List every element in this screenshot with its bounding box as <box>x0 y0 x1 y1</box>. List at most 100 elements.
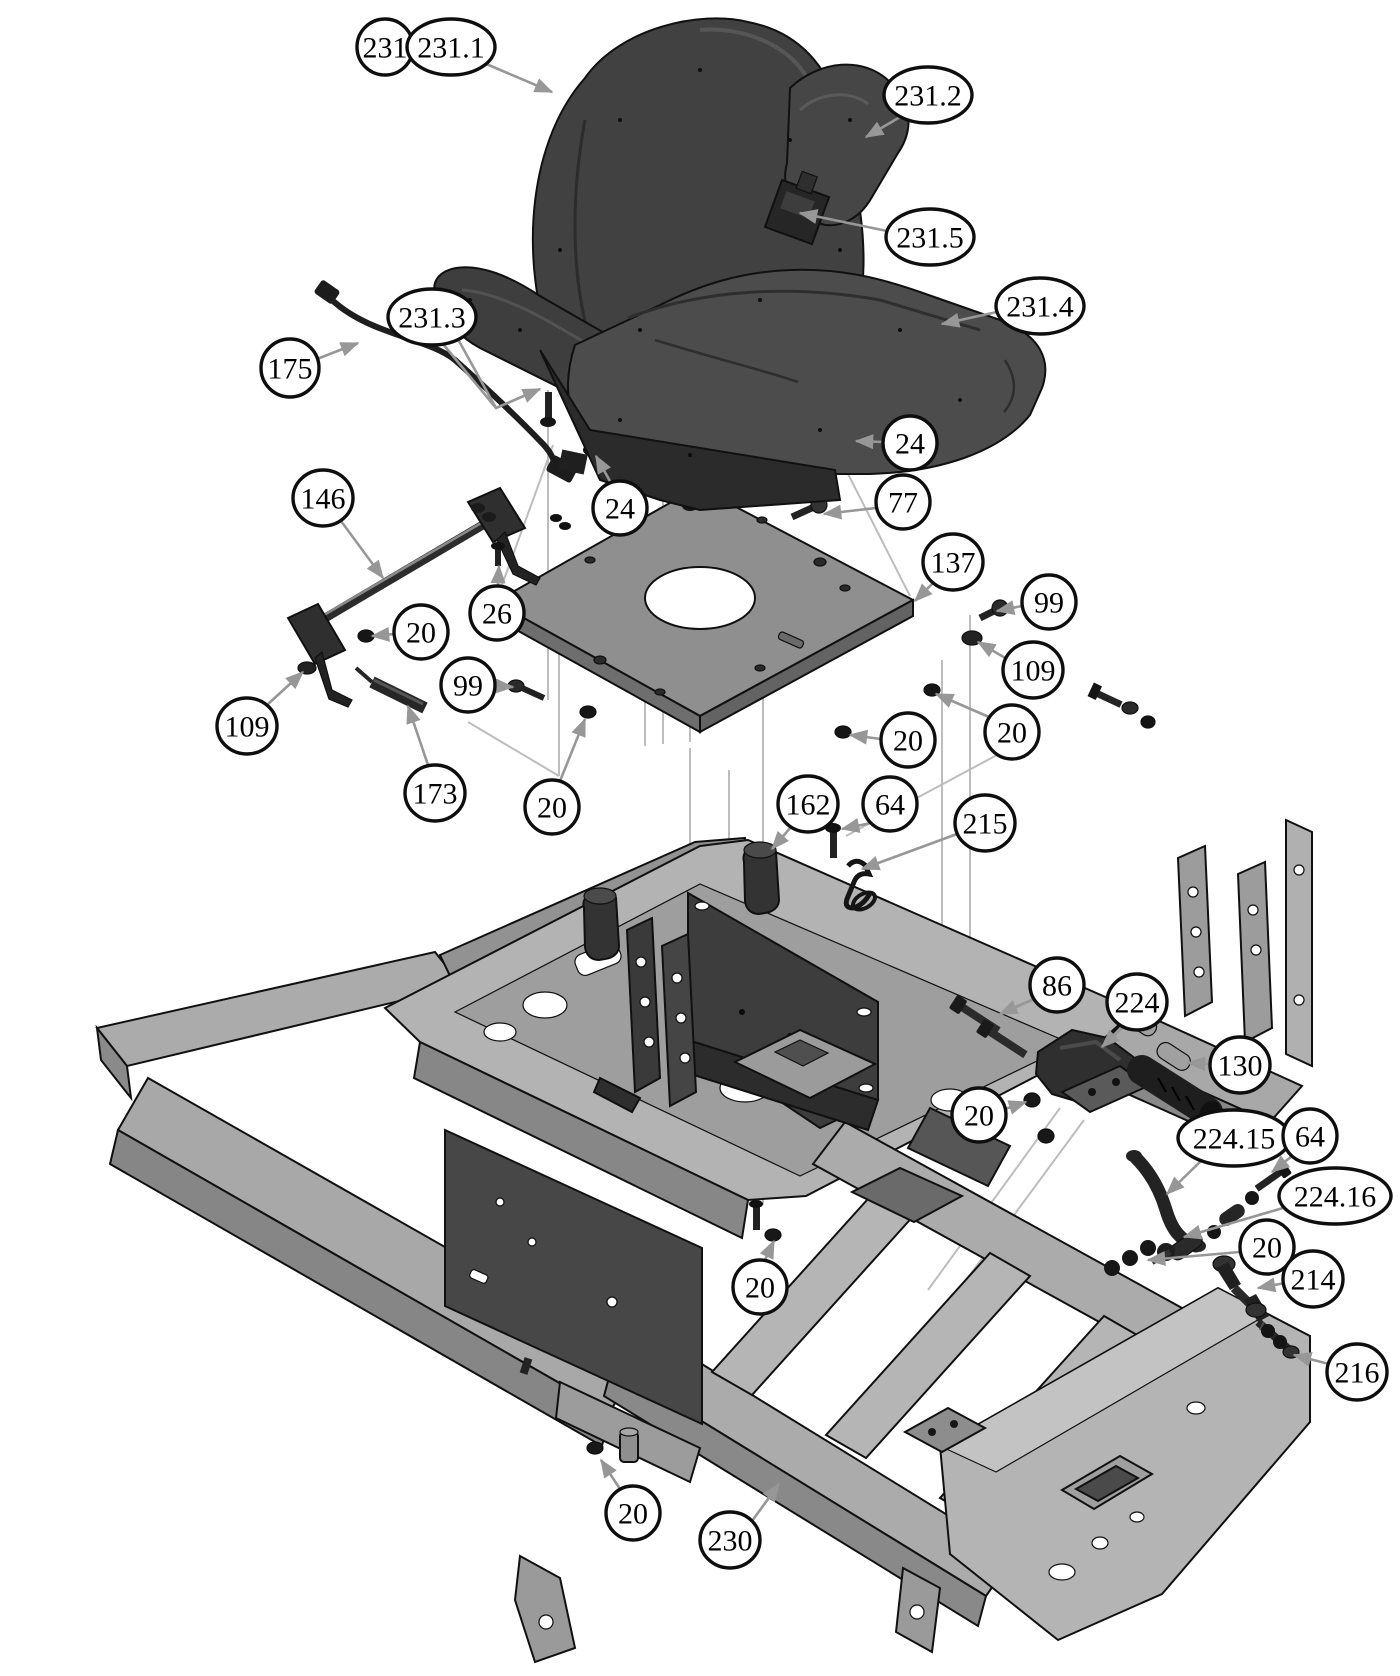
callout-130: 130 <box>1186 1035 1272 1095</box>
callout-bubble <box>776 774 840 834</box>
callout-bubble <box>1238 1218 1296 1276</box>
callout-216: 216 <box>1292 1342 1389 1402</box>
callout-20: 20 <box>934 692 1041 761</box>
callout-230: 230 <box>698 1482 781 1570</box>
callout-label: 231.3 <box>398 302 466 335</box>
callout-20: 20 <box>731 1239 789 1316</box>
callout-bubble <box>874 473 932 531</box>
bolt-64-mid <box>825 823 841 858</box>
callout-bubble <box>405 17 497 77</box>
callout-bubble <box>698 1510 762 1570</box>
callout-162: 162 <box>771 774 840 851</box>
callout-bubble <box>1028 956 1086 1014</box>
callout-20: 20 <box>950 1086 1028 1144</box>
frame-console-panel <box>444 1128 703 1426</box>
callout-231.1: 231.1 <box>405 17 554 94</box>
callout-label: 109 <box>225 711 270 744</box>
callout-label: 109 <box>1011 655 1056 688</box>
callout-bubble <box>1281 1107 1339 1165</box>
callout-label: 20 <box>406 617 436 650</box>
callout-20: 20 <box>1146 1218 1296 1276</box>
callout-99: 99 <box>995 573 1078 631</box>
brake-lever-assembly <box>949 995 1223 1144</box>
callout-215: 215 <box>860 793 1017 871</box>
callout-224: 224 <box>1100 972 1169 1049</box>
callout-label: 77 <box>888 487 918 520</box>
callout-bubble <box>259 337 321 399</box>
callout-label: 86 <box>1042 970 1072 1003</box>
frame-weldment <box>95 682 1313 1664</box>
callout-bubble <box>604 1484 662 1542</box>
callout-bubble <box>1020 573 1078 631</box>
callout-label: 20 <box>964 1100 994 1133</box>
callout-label: 175 <box>268 353 313 386</box>
callout-label: 99 <box>1034 587 1064 620</box>
rubber-bumper-left <box>582 887 621 962</box>
callout-bubble <box>950 1086 1008 1144</box>
callout-label: 230 <box>708 1525 753 1558</box>
callout-20: 20 <box>370 603 450 661</box>
nut-20 <box>923 683 941 697</box>
callout-bubble <box>523 778 581 836</box>
nut-20-left <box>357 629 375 643</box>
frame-hardware <box>519 682 1156 1455</box>
callout-64: 64 <box>840 775 919 833</box>
callout-label: 216 <box>1335 1357 1380 1390</box>
callout-214: 214 <box>1256 1249 1345 1309</box>
callout-20: 20 <box>848 711 937 769</box>
callout-173: 173 <box>403 704 467 823</box>
callout-224.16: 224.16 <box>1182 1166 1393 1240</box>
callout-bubble <box>1277 1166 1393 1226</box>
callout-label: 162 <box>786 789 831 822</box>
callout-label: 224.15 <box>1193 1123 1276 1156</box>
callout-label: 20 <box>537 792 567 825</box>
callout-231.5: 231.5 <box>798 207 976 267</box>
turnbuckle-214 <box>1212 1255 1269 1322</box>
callout-bubble <box>591 479 649 537</box>
callout-146: 146 <box>291 468 385 580</box>
bolt-99-left <box>507 679 546 701</box>
callout-label: 215 <box>963 808 1008 841</box>
callout-label: 20 <box>893 725 923 758</box>
callout-bubble <box>386 287 478 347</box>
callout-bubble <box>392 603 450 661</box>
nut-20 <box>1023 1092 1041 1108</box>
callout-bubble <box>468 584 526 642</box>
link-rod-224-15 <box>1129 1151 1203 1253</box>
callout-231.3: 231.3 <box>386 287 542 410</box>
callout-label: 64 <box>875 789 905 822</box>
nut-20 <box>834 725 852 739</box>
callout-label: 24 <box>605 493 635 526</box>
callout-20: 20 <box>523 717 587 836</box>
threaded-stud-216 <box>1255 1319 1300 1359</box>
callout-label: 137 <box>931 547 976 580</box>
callout-bubble <box>731 1258 789 1316</box>
callout-label: 20 <box>997 717 1027 750</box>
nut-20 <box>1037 1128 1055 1144</box>
callout-label: 24 <box>895 428 925 461</box>
callout-bubble <box>879 711 937 769</box>
callout-64: 64 <box>1270 1107 1339 1174</box>
callout-bubble <box>882 65 974 125</box>
seat-plate <box>492 392 1009 739</box>
callout-label: 64 <box>1295 1121 1325 1154</box>
callout-175: 175 <box>259 337 360 399</box>
callout-bubble <box>291 468 355 528</box>
washer-109-left <box>297 661 317 675</box>
callout-bubble <box>861 775 919 833</box>
callout-24: 24 <box>591 454 649 537</box>
hairpin-clip-215 <box>843 858 874 911</box>
callout-99: 99 <box>439 656 515 714</box>
callout-bubble <box>953 793 1017 853</box>
callout-label: 20 <box>1252 1232 1282 1265</box>
callout-bubble <box>921 532 985 592</box>
callout-137: 137 <box>913 532 985 603</box>
seat-assembly <box>433 17 1047 512</box>
nut-20 <box>579 705 597 719</box>
callout-label: 224 <box>1115 987 1160 1020</box>
callout-bubble <box>1105 972 1169 1032</box>
callout-label: 224.16 <box>1294 1181 1377 1214</box>
callout-label: 231 <box>363 32 408 65</box>
callout-label: 20 <box>618 1498 648 1531</box>
